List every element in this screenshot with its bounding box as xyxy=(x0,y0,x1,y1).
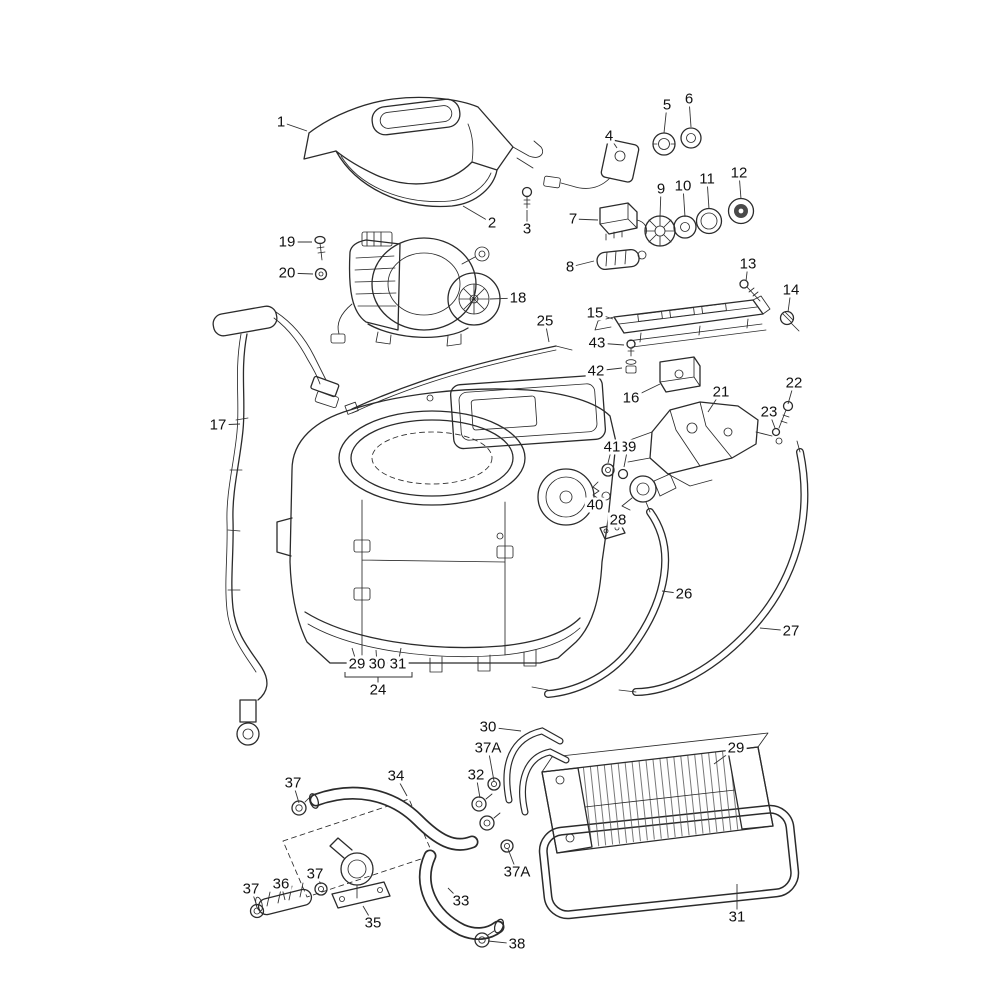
leader-line-17-16 xyxy=(217,423,241,426)
leader-line-30-36 xyxy=(487,726,522,732)
leader-line-33-43 xyxy=(447,887,462,902)
screw-3 xyxy=(521,186,533,209)
leader-line-37-41 xyxy=(292,782,300,804)
leader-line-26-24 xyxy=(661,590,685,595)
water-pipes-30 xyxy=(503,727,570,816)
leader-line-32-39 xyxy=(475,774,481,799)
leader-line-11-10 xyxy=(706,178,710,210)
hose-33 xyxy=(418,849,505,941)
wiring-harness-17 xyxy=(212,305,340,746)
hose-clamp-37A-upper xyxy=(487,777,501,791)
leader-line-14-13 xyxy=(787,289,792,313)
group-bracket-24 xyxy=(344,672,413,683)
heater-box-housing-24 xyxy=(276,388,617,673)
ring-11 xyxy=(695,207,723,235)
valve-actuator xyxy=(592,463,677,511)
hose-clamp-38 xyxy=(474,930,495,948)
hose-clamp-37A-lower xyxy=(500,839,514,853)
air-intake-duct xyxy=(303,96,544,208)
knob-12 xyxy=(727,197,755,225)
leader-line-23-22 xyxy=(768,411,776,429)
hose-clamp-37-mid xyxy=(314,882,328,896)
leader-line-22-21 xyxy=(787,382,795,405)
leader-line-13-12 xyxy=(745,263,749,282)
relay-7 xyxy=(599,202,647,241)
bowden-cable-26 xyxy=(531,501,670,698)
control-cable-25 xyxy=(344,345,573,415)
leader-line-18-17 xyxy=(489,297,519,300)
ring-nut-5 xyxy=(652,132,676,156)
leader-line-29-32 xyxy=(351,647,358,665)
leader-line-20-19 xyxy=(286,272,314,275)
leader-line-35-45 xyxy=(362,905,374,924)
bolt-13 xyxy=(739,279,761,302)
leader-line-41-29 xyxy=(607,446,613,464)
mounting-bracket-21 xyxy=(627,401,773,487)
leader-line-1-0 xyxy=(280,121,308,132)
heater-core-29 xyxy=(541,732,774,854)
callout-group-bracket xyxy=(344,672,413,683)
leader-line-21-20 xyxy=(707,391,722,413)
fan-wheel-9 xyxy=(644,215,676,247)
aux-pump-35 xyxy=(329,837,391,909)
leader-line-2-1 xyxy=(462,205,493,224)
screw-43-nut-42 xyxy=(625,339,637,374)
bracket-28 xyxy=(599,513,626,540)
leader-line-16-15 xyxy=(630,383,661,399)
leader-line-37-47 xyxy=(314,873,322,885)
leader-line-37A-37 xyxy=(487,747,495,782)
screw-22 xyxy=(778,400,794,429)
hose-clamp-37-left xyxy=(249,903,265,919)
leader-line-42-30 xyxy=(595,367,623,372)
leader-line-40-28 xyxy=(594,496,605,506)
washer-20 xyxy=(314,267,328,281)
leader-line-27-25 xyxy=(759,627,792,632)
control-panel-15 xyxy=(594,295,771,348)
hose-clamp-37-top xyxy=(291,796,311,816)
leader-line-15-14 xyxy=(594,312,614,320)
clamp-parts-32 xyxy=(471,793,501,831)
knob-6 xyxy=(680,127,702,149)
cartridge-8 xyxy=(596,248,647,271)
hose-34 xyxy=(308,786,479,851)
leader-line-8-7 xyxy=(569,260,595,268)
leader-line-10-9 xyxy=(682,185,686,218)
leader-line-12-11 xyxy=(738,172,742,200)
leader-line-6-5 xyxy=(688,98,692,128)
nut-23 xyxy=(771,427,783,445)
washer-10 xyxy=(673,215,697,239)
leader-line-31-34 xyxy=(397,647,402,665)
blower-motor-18 xyxy=(330,231,501,347)
leader-line-37-48 xyxy=(250,888,258,907)
cover-gasket xyxy=(449,374,607,450)
leader-line-38-49 xyxy=(487,940,518,945)
leader-line-9-8 xyxy=(659,188,662,218)
leader-line-7-6 xyxy=(572,218,599,221)
bowden-cable-27 xyxy=(618,440,809,696)
leader-line-36-46 xyxy=(280,883,286,901)
leader-line-30-33 xyxy=(375,649,378,665)
leader-line-4-3 xyxy=(608,135,618,149)
leader-line-25-23 xyxy=(544,320,550,343)
bracket-16 xyxy=(659,356,701,393)
thumbscrew-14 xyxy=(779,310,800,332)
leader-line-43-31 xyxy=(596,342,625,346)
leader-line-39-27 xyxy=(623,446,629,468)
leader-line-34-40 xyxy=(395,775,408,797)
leader-line-37A-42 xyxy=(507,848,518,873)
switch-4 xyxy=(543,139,640,189)
leader-line-5-4 xyxy=(663,104,668,134)
screw-19 xyxy=(314,235,326,261)
